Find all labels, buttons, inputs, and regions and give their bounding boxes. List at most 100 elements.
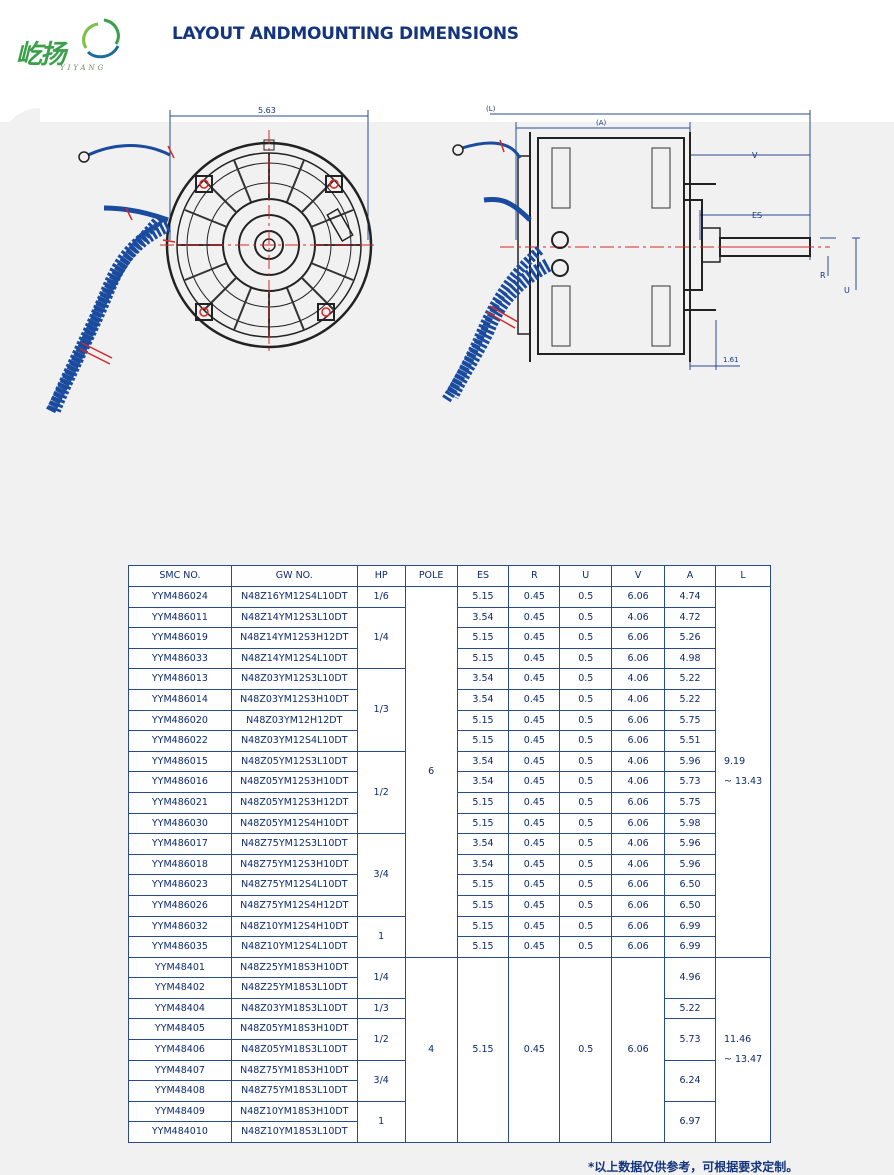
es-cell: 5.15 [456,586,510,608]
gw-no-cell: N48Z03YM12S3H10DT [230,688,358,711]
gw-no-cell: N48Z75YM12S3L10DT [230,833,358,855]
es-cell: 3.54 [456,833,510,855]
brand-logo: 屹扬 YIYANG [10,16,130,72]
v-cell: 4.06 [611,833,666,855]
es-cell: 3.54 [456,688,510,711]
v-cell: 6.06 [611,709,666,732]
a-cell: 5.22 [664,997,716,1020]
a-cell: 5.73 [664,771,716,793]
gw-no-cell: N48Z10YM12S4H10DT [230,915,358,938]
gw-no-cell: N48Z75YM12S4L10DT [230,874,358,896]
v-cell: 6.06 [611,627,666,649]
a-cell: 5.22 [664,688,716,711]
gw-no-cell: N48Z25YM18S3L10DT [230,977,358,999]
page-title: LAYOUT ANDMOUNTING DIMENSIONS [172,24,519,44]
gw-no-cell: N48Z03YM12S3L10DT [230,668,358,690]
smc-no-cell: YYM486017 [128,833,232,855]
gw-no-cell: N48Z75YM18S3H10DT [230,1059,358,1082]
r-cell: 0.45 [508,812,561,835]
a-cell: 6.99 [664,915,716,938]
side-a-label: (A) [596,119,607,127]
v-cell: 6.06 [611,647,666,670]
a-cell: 4.98 [664,647,716,670]
smc-no-cell: YYM48406 [128,1039,232,1061]
r-cell: 0.45 [508,956,561,1144]
u-cell: 0.5 [559,915,613,938]
smc-no-cell: YYM486032 [128,915,232,938]
a-cell: 5.75 [664,791,716,814]
es-cell: 3.54 [456,750,510,773]
header-gw-no: GW NO. [230,565,358,587]
smc-no-cell: YYM486023 [128,874,232,896]
side-l-label: (L) [486,105,496,113]
u-cell: 0.5 [559,812,613,835]
v-cell: 4.06 [611,688,666,711]
r-cell: 0.45 [508,668,561,690]
gw-no-cell: N48Z25YM18S3H10DT [230,956,358,979]
gw-no-cell: N48Z16YM12S4L10DT [230,586,358,608]
gw-no-cell: N48Z05YM18S3L10DT [230,1039,358,1061]
v-cell: 6.06 [611,730,666,752]
gw-no-cell: N48Z03YM12S4L10DT [230,730,358,752]
specs-table: SMC NO. GW NO. HP POLE ES R U V A L YYM4… [128,565,772,1144]
smc-no-cell: YYM48407 [128,1059,232,1082]
u-cell: 0.5 [559,874,613,896]
v-cell: 6.06 [611,894,666,917]
a-cell: 5.75 [664,709,716,732]
gw-no-cell: N48Z75YM12S4H12DT [230,894,358,917]
es-cell: 5.15 [456,812,510,835]
logo-text: 屹扬 [16,40,66,70]
r-cell: 0.45 [508,936,561,958]
a-cell: 5.96 [664,853,716,876]
u-cell: 0.5 [559,647,613,670]
header-hp: HP [356,565,406,587]
side-view [441,110,860,403]
hp-cell: 1/3 [356,997,406,1020]
l-range-max: ~ 13.47 [723,1053,763,1065]
hp-cell: 1/3 [356,668,406,752]
front-view [45,110,375,415]
u-cell: 0.5 [559,750,613,773]
smc-no-cell: YYM486022 [128,730,232,752]
a-cell: 6.97 [664,1100,716,1144]
r-cell: 0.45 [508,771,561,793]
gw-no-cell: N48Z03YM12H12DT [230,709,358,732]
v-cell: 4.06 [611,853,666,876]
smc-no-cell: YYM486021 [128,791,232,814]
hp-cell: 1/4 [356,956,406,999]
a-cell: 5.26 [664,627,716,649]
a-cell: 5.96 [664,750,716,773]
a-cell: 6.24 [664,1059,716,1102]
hp-cell: 1/2 [356,1018,406,1061]
hp-cell: 1/6 [356,586,406,608]
smc-no-cell: YYM48409 [128,1100,232,1123]
r-cell: 0.45 [508,853,561,876]
gw-no-cell: N48Z10YM12S4L10DT [230,936,358,958]
smc-no-cell: YYM486033 [128,647,232,670]
v-cell: 4.06 [611,606,666,629]
r-cell: 0.45 [508,730,561,752]
v-cell: 6.06 [611,936,666,958]
table-header-row: SMC NO. GW NO. HP POLE ES R U V A L [128,565,772,587]
es-cell: 5.15 [456,894,510,917]
es-cell: 5.15 [456,709,510,732]
hp-cell: 3/4 [356,833,406,917]
v-cell: 6.06 [611,812,666,835]
u-cell: 0.5 [559,853,613,876]
gw-no-cell: N48Z10YM18S3L10DT [230,1121,358,1144]
hp-cell: 1 [356,915,406,958]
u-cell: 0.5 [559,606,613,629]
logo-subtext: YIYANG [60,64,107,72]
smc-no-cell: YYM484010 [128,1121,232,1144]
dimension-drawing: 5.63 [45,105,860,415]
es-cell: 5.15 [456,791,510,814]
